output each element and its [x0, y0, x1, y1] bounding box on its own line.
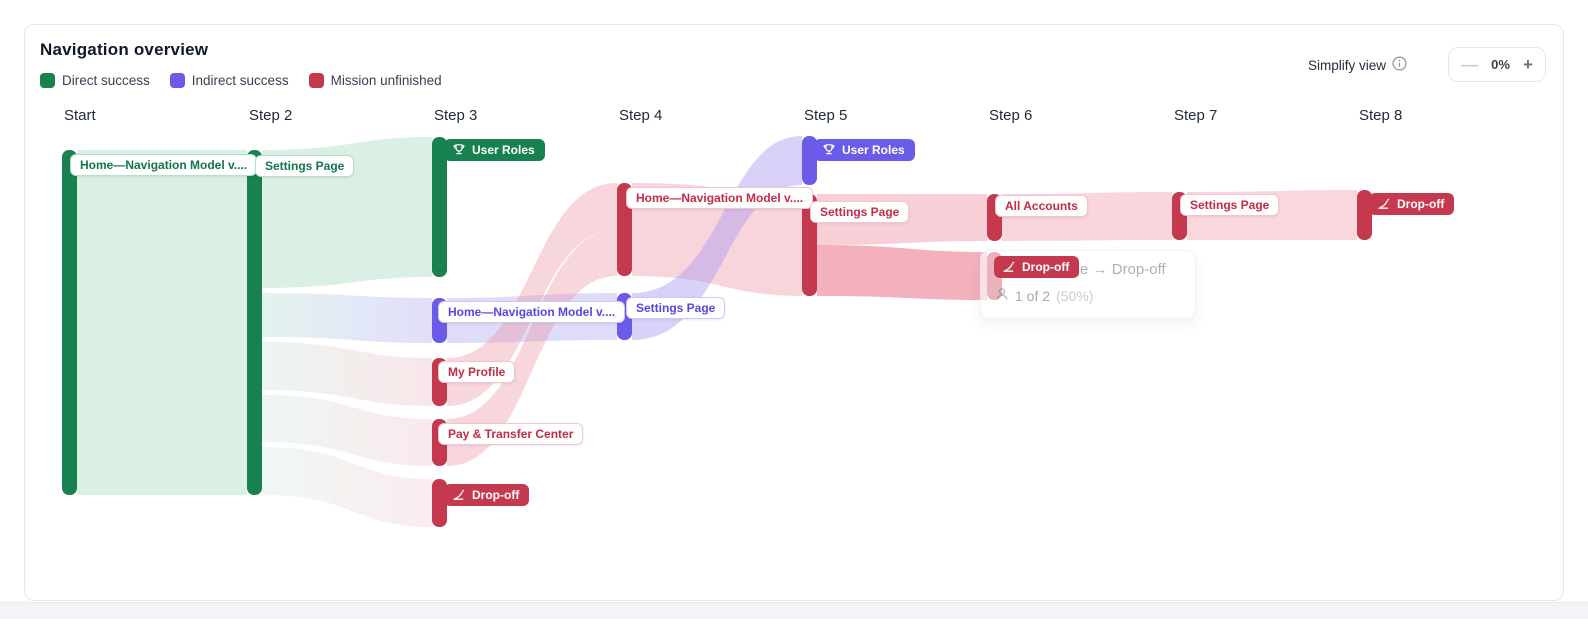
node-chip-s7-settings[interactable]: Settings Page [1180, 194, 1280, 216]
drop-off-icon [1377, 197, 1391, 211]
person-icon [995, 287, 1009, 304]
legend-swatch-unfinished [308, 73, 324, 88]
zoom-level-value: 0% [1491, 57, 1510, 72]
column-header-step5: Step 5 [804, 107, 848, 124]
legend-label: Indirect success [191, 73, 289, 88]
node-chip-s3-my-profile[interactable]: My Profile [438, 361, 516, 383]
flow-step2-to-dropoff3[interactable] [262, 447, 432, 527]
node-chip-label: Drop-off [472, 488, 520, 502]
zoom-in-button[interactable]: + [1523, 54, 1533, 74]
column-header-step2: Step 2 [249, 107, 293, 124]
zoom-out-button[interactable]: — [1461, 54, 1478, 74]
page-title: Navigation overview [40, 40, 209, 59]
bottom-strip [0, 602, 1588, 619]
flow-settings5-to-dropoff6[interactable] [817, 245, 987, 300]
column-header-start: Start [64, 107, 96, 124]
node-chip-s6-all-accounts[interactable]: All Accounts [995, 195, 1088, 217]
node-chip-start-home[interactable]: Home—Navigation Model v.... [70, 154, 258, 176]
flow-step2-to-home-indirect[interactable] [262, 293, 432, 343]
column-header-step7: Step 7 [1174, 107, 1218, 124]
flow-my-profile-to-home4[interactable] [447, 183, 617, 406]
tooltip-count: 1 of 2 [1015, 287, 1051, 304]
node-chip-s3-pay[interactable]: Pay & Transfer Center [438, 423, 584, 445]
legend-label: Mission unfinished [330, 73, 442, 88]
node-chip-s3-user-roles[interactable]: User Roles [444, 139, 545, 161]
node-chip-s4-home[interactable]: Home—Navigation Model v.... [626, 187, 814, 209]
node-bar-start-home[interactable] [62, 150, 77, 495]
node-bar-s5-user-roles[interactable] [802, 136, 817, 185]
node-bar-s2-settings[interactable] [247, 150, 262, 495]
node-chip-s8-dropoff[interactable]: Drop-off [1369, 193, 1455, 215]
node-chip-label: Drop-off [1397, 197, 1445, 211]
legend-item-direct: Direct success [40, 73, 150, 88]
node-chip-label: User Roles [472, 143, 535, 157]
drop-off-icon [1002, 260, 1016, 274]
column-header-step8: Step 8 [1359, 107, 1403, 124]
trophy-icon [452, 143, 466, 157]
node-chip-s5-settings[interactable]: Settings Page [810, 201, 910, 223]
column-header-step3: Step 3 [434, 107, 478, 124]
legend-label: Direct success [62, 73, 150, 88]
zoom-control: — 0% + [1448, 47, 1546, 82]
drop-off-icon [452, 488, 466, 502]
tooltip-percent: (50%) [1056, 287, 1094, 304]
legend: Direct success Indirect success Mission … [40, 73, 442, 88]
node-chip-s2-settings[interactable]: Settings Page [255, 155, 355, 177]
node-bar-s3-dropoff[interactable] [432, 479, 447, 527]
node-chip-s5-user-roles[interactable]: User Roles [814, 139, 915, 161]
node-chip-s3-home[interactable]: Home—Navigation Model v.... [438, 301, 626, 323]
flow-step2-to-my-profile[interactable] [262, 342, 432, 406]
node-chip-label: User Roles [842, 143, 905, 157]
legend-item-indirect: Indirect success [169, 73, 289, 88]
flow-pay-transfer-to-home4[interactable] [447, 230, 617, 466]
flow-start-to-step2[interactable] [77, 150, 247, 495]
node-bar-s8-dropoff[interactable] [1357, 190, 1372, 240]
node-chip-s4-settings[interactable]: Settings Page [626, 297, 726, 319]
info-icon[interactable] [1392, 56, 1407, 74]
legend-item-unfinished: Mission unfinished [308, 73, 442, 88]
legend-swatch-direct [40, 73, 55, 88]
legend-swatch-indirect [169, 73, 185, 88]
node-chip-s6-dropoff[interactable]: Drop-off [994, 256, 1080, 278]
node-chip-s3-dropoff[interactable]: Drop-off [444, 484, 530, 506]
flow-home4-to-settings5[interactable] [632, 183, 802, 296]
trophy-icon [822, 143, 836, 157]
node-bar-s3-user-roles[interactable] [432, 137, 447, 277]
column-header-step4: Step 4 [619, 107, 663, 124]
node-chip-label: Drop-off [1022, 260, 1070, 274]
simplify-view-label: Simplify view [1308, 57, 1387, 73]
simplify-view-control[interactable]: Simplify view [1308, 56, 1407, 74]
flow-step2-to-pay-transfer[interactable] [262, 395, 432, 466]
column-header-step6: Step 6 [989, 107, 1033, 124]
